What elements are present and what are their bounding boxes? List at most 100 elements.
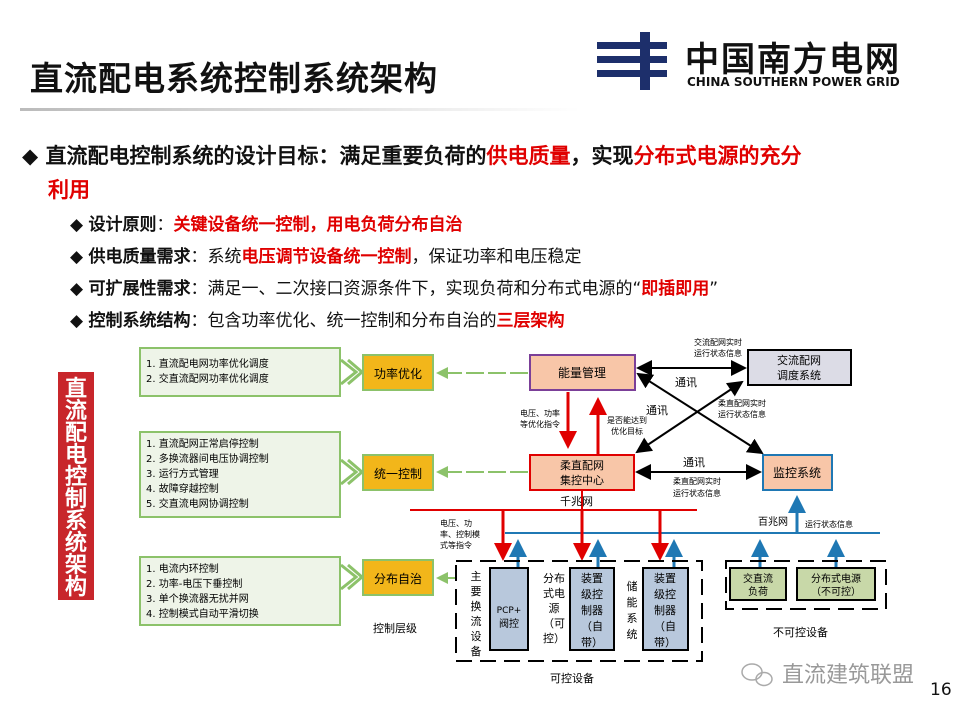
banner bbox=[58, 372, 94, 600]
annotation: 运行状态信息 bbox=[718, 409, 766, 419]
device-controller-box bbox=[569, 567, 615, 651]
sub-bullet: ◆ 供电质量需求：系统电压调节设备统一控制，保证功率和电压稳定 bbox=[70, 247, 582, 267]
gigabit-label: 千兆网 bbox=[560, 495, 593, 508]
controllable-group bbox=[455, 560, 703, 662]
diagram-text: 带） bbox=[581, 636, 603, 649]
key: 设计原则 bbox=[88, 215, 157, 235]
control-level-label: 控制层级 bbox=[373, 621, 417, 635]
text: 系统 bbox=[207, 247, 242, 267]
green-box-optimization bbox=[139, 347, 341, 397]
logo: 中国南方电网 CHINA SOUTHERN POWER GRID bbox=[595, 30, 915, 92]
device-label: 负荷 bbox=[748, 585, 768, 598]
page-title: 直流配电系统控制系统架构 bbox=[30, 59, 438, 98]
layer-label: 统一控制 bbox=[374, 467, 422, 481]
device-label: 阀控 bbox=[499, 617, 519, 630]
text: 满足一、二次接口资源条件下，实现负荷和分布式电源的“ bbox=[207, 279, 642, 299]
diagram-text: 装置 bbox=[581, 572, 603, 585]
annotation: 优化目标 bbox=[611, 426, 643, 436]
logo-en: CHINA SOUTHERN POWER GRID bbox=[687, 75, 900, 89]
layer-box bbox=[362, 559, 434, 596]
diagram-text: 要 bbox=[471, 585, 482, 598]
diagram-text: 统 bbox=[627, 628, 638, 641]
annotation: 等优化指令 bbox=[520, 419, 560, 429]
chevron-icon bbox=[340, 358, 365, 591]
uncontrollable-label: 不可控设备 bbox=[773, 625, 828, 639]
diagram-text: 换 bbox=[471, 599, 482, 613]
comm-arrows bbox=[635, 360, 764, 480]
annotation: 柔直配网实时 bbox=[718, 398, 766, 408]
control-center-box bbox=[529, 454, 635, 491]
highlight: 电压调节设备统一控制 bbox=[241, 247, 412, 267]
red-down-arrows bbox=[494, 510, 669, 561]
text: ，保证功率和电压稳定 bbox=[411, 247, 582, 267]
watermark: 直流建筑联盟 bbox=[782, 663, 914, 688]
highlight: 利用 bbox=[48, 178, 90, 202]
monitor-label: 监控系统 bbox=[773, 466, 821, 480]
sep: ： bbox=[190, 247, 208, 267]
diagram-text: 备 bbox=[471, 644, 482, 658]
sub-bullet: ◆ 控制系统结构：包含功率优化、统一控制和分布自治的三层架构 bbox=[70, 311, 565, 331]
main-bullet-line2: 利用 bbox=[48, 174, 90, 204]
energy-management-label: 能量管理 bbox=[558, 365, 606, 380]
ac-dispatch-box bbox=[747, 349, 852, 386]
diagram-text: 流 bbox=[471, 614, 482, 628]
highlight: 关键设备统一控制，用电负荷分布自治 bbox=[173, 215, 463, 235]
diagram-text: 级控 bbox=[581, 587, 603, 601]
diagram-text: 能 bbox=[627, 595, 638, 609]
diagram-text: （可 bbox=[543, 617, 565, 630]
device-controller-box bbox=[642, 567, 689, 651]
text: 包含功率优化、统一控制和分布自治的 bbox=[207, 311, 497, 331]
green-box-autonomy bbox=[139, 556, 341, 626]
diagram-text: 4. 控制模式自动平滑切换 bbox=[146, 607, 259, 620]
main-bullet: ◆ 直流配电控制系统的设计目标：满足重要负荷的供电质量，实现分布式电源的充分 bbox=[22, 140, 801, 170]
diagram-text: 式电 bbox=[543, 587, 565, 600]
pcp-box bbox=[489, 567, 529, 651]
red-arrows bbox=[559, 392, 607, 455]
annotation: 通讯 bbox=[683, 456, 705, 469]
device-label: 分布式电源 bbox=[811, 572, 861, 585]
layer-label: 功率优化 bbox=[374, 366, 422, 381]
annotation: 电压、功 bbox=[440, 518, 472, 528]
annotation: 率、控制模 bbox=[440, 529, 480, 539]
diagram-text: 5. 交直流电网协调控制 bbox=[146, 497, 249, 510]
layer-label: 分布自治 bbox=[374, 572, 422, 586]
sep: ： bbox=[190, 311, 208, 331]
diagram-text: 主 bbox=[471, 570, 482, 583]
diagram-text: 2. 多换流器间电压协调控制 bbox=[146, 452, 269, 465]
annotation: 是否能达到 bbox=[607, 415, 647, 425]
highlight: 分布式电源的充分 bbox=[633, 144, 802, 168]
green-box-unified bbox=[139, 431, 341, 518]
load-box bbox=[729, 567, 787, 601]
energy-management-box bbox=[529, 354, 636, 391]
device-label: 交直流 bbox=[743, 572, 773, 585]
diagram-text: （自 bbox=[581, 620, 603, 633]
annotation: 运行状态信息 bbox=[805, 519, 853, 529]
csg-logo-icon bbox=[597, 32, 667, 90]
highlight: 即插即用 bbox=[641, 279, 710, 299]
control-center-label: 集控中心 bbox=[560, 473, 604, 487]
annotation: 交流配网实时 bbox=[694, 337, 742, 347]
device-label: PCP+ bbox=[497, 606, 522, 616]
diagram-text: 分布 bbox=[543, 572, 565, 585]
diagram-text: 1. 直流配电网功率优化调度 bbox=[146, 357, 269, 370]
key: 控制系统结构 bbox=[88, 311, 191, 331]
diagram-text: 储 bbox=[627, 579, 638, 593]
text: ” bbox=[709, 279, 719, 299]
annotation: 运行状态信息 bbox=[694, 348, 742, 358]
sub-bullet: ◆ 设计原则：关键设备统一控制，用电负荷分布自治 bbox=[70, 215, 463, 235]
diagram-text: 2. 交直流配网功率优化调度 bbox=[146, 372, 269, 385]
diagram-text: 装置 bbox=[654, 572, 676, 585]
diamond-bullet-icon: ◆ bbox=[22, 144, 46, 168]
diagram-text: 制器 bbox=[654, 604, 676, 617]
highlight: 供电质量 bbox=[486, 144, 571, 168]
layer-box bbox=[362, 454, 434, 491]
device-label: （不可控） bbox=[811, 585, 861, 598]
banner-text: 直流配电控制系统架构 bbox=[65, 376, 87, 600]
diagram-text: 3. 单个换流器无扰并网 bbox=[146, 592, 249, 605]
hundred-mb-label: 百兆网 bbox=[758, 516, 788, 528]
annotation: 通讯 bbox=[675, 376, 697, 389]
diagram-text: （自 bbox=[654, 620, 676, 633]
sub-bullet: ◆ 可扩展性需求：满足一、二次接口资源条件下，实现负荷和分布式电源的“即插即用” bbox=[70, 279, 719, 299]
control-center-label: 柔直配网 bbox=[560, 458, 604, 472]
wechat-icon bbox=[741, 663, 773, 687]
